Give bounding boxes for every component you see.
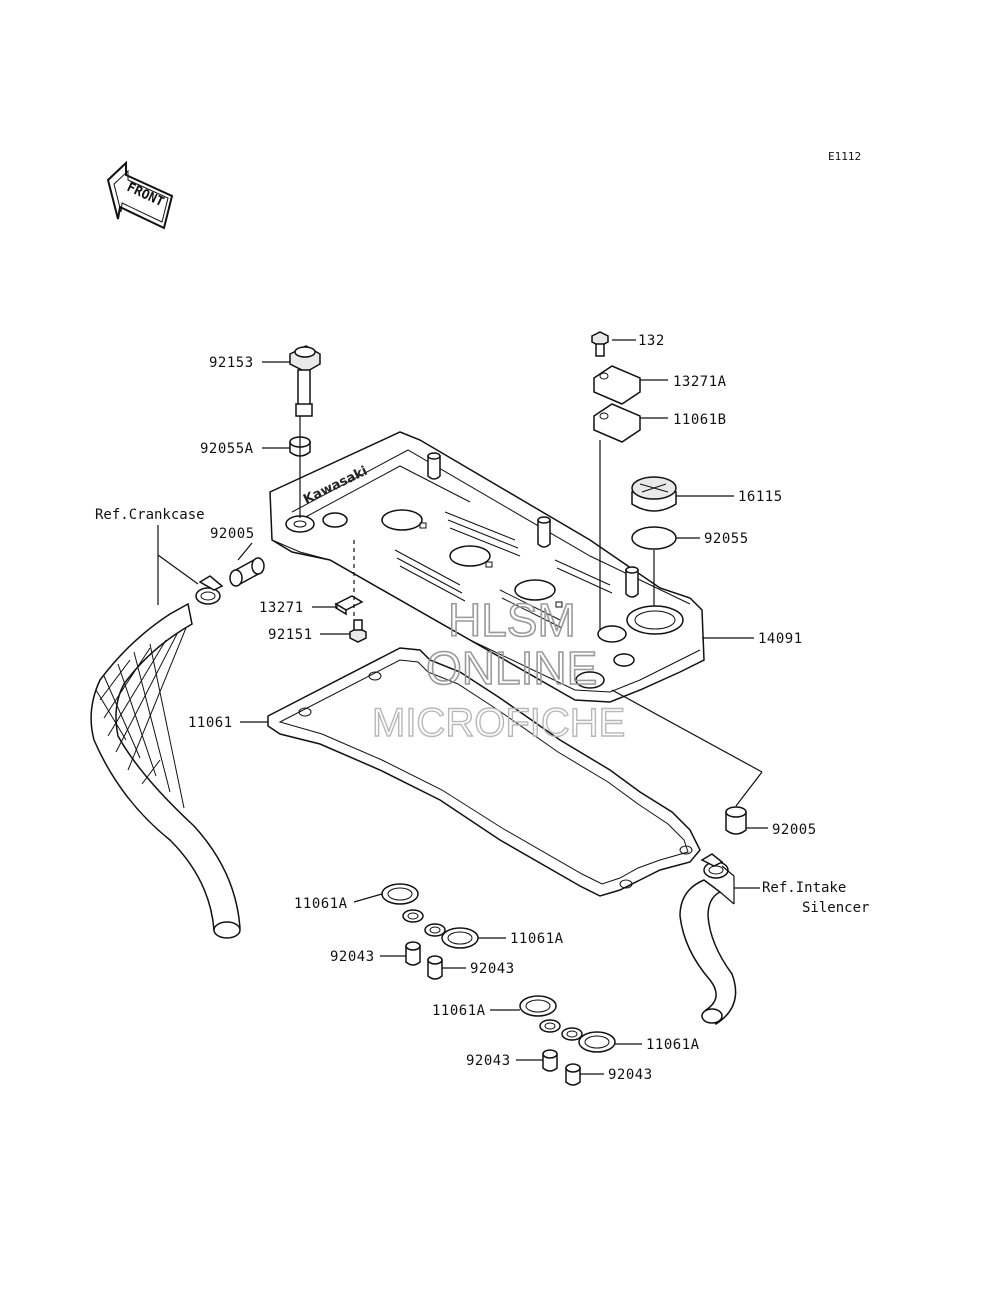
label-13271a: 13271A xyxy=(673,374,727,390)
label-11061b: 11061B xyxy=(673,412,727,428)
breather-hose-left-part xyxy=(90,602,241,939)
leader-lines xyxy=(157,339,768,1075)
label-11061a-3: 11061A xyxy=(432,1003,486,1019)
label-132: 132 xyxy=(638,333,665,349)
label-11061a-2: 11061A xyxy=(510,931,564,947)
ref-silencer-label: Silencer xyxy=(802,900,869,916)
clamp-right-part xyxy=(700,853,729,879)
clamp-left-part xyxy=(195,575,224,605)
watermark-line3: MICROFICHE xyxy=(372,701,625,745)
gasket-11061b-part xyxy=(593,403,641,443)
watermark-line2: ONLINE xyxy=(426,642,597,694)
label-92043-4: 92043 xyxy=(608,1067,653,1083)
bracket-13271-part xyxy=(334,595,364,616)
label-16115: 16115 xyxy=(738,489,783,505)
label-92005-right: 92005 xyxy=(772,822,817,838)
diagram-code: E1112 xyxy=(828,150,861,163)
gasket-part xyxy=(267,647,701,897)
seal-group-lower xyxy=(519,995,616,1086)
label-92151: 92151 xyxy=(268,627,313,643)
label-13271: 13271 xyxy=(259,600,304,616)
label-11061a-1: 11061A xyxy=(294,896,348,912)
o-ring-92055-part xyxy=(631,526,677,550)
bolt-132-part xyxy=(591,331,609,357)
label-92043-2: 92043 xyxy=(470,961,515,977)
fitting-92005-left-part xyxy=(229,557,265,587)
label-92005-top: 92005 xyxy=(210,526,255,542)
front-arrow-icon: FRONT xyxy=(106,160,174,230)
label-11061: 11061 xyxy=(188,715,233,731)
ref-intake-label: Ref.Intake xyxy=(762,880,846,896)
ref-crankcase-label: Ref.Crankcase xyxy=(95,507,205,523)
bolt-92151-part xyxy=(349,619,367,643)
watermark: HLSM ONLINE MICROFICHE xyxy=(371,593,626,746)
oil-cap-16115-part xyxy=(631,476,677,512)
seal-group-upper xyxy=(381,883,479,980)
label-92153: 92153 xyxy=(209,355,254,371)
watermark-line1: HLSM xyxy=(448,594,576,646)
label-92043-1: 92043 xyxy=(330,949,375,965)
fitting-92005-right-part xyxy=(725,806,747,835)
label-92055a: 92055A xyxy=(200,441,254,457)
valve-cover-part: Kawasaki xyxy=(269,431,705,703)
bolt-92153-part xyxy=(289,345,321,417)
label-92043-3: 92043 xyxy=(466,1053,511,1069)
breather-hose-right-part xyxy=(679,879,737,1026)
label-14091: 14091 xyxy=(758,631,803,647)
label-92055: 92055 xyxy=(704,531,749,547)
cover-13271a-part xyxy=(593,365,641,405)
label-11061a-4: 11061A xyxy=(646,1037,700,1053)
